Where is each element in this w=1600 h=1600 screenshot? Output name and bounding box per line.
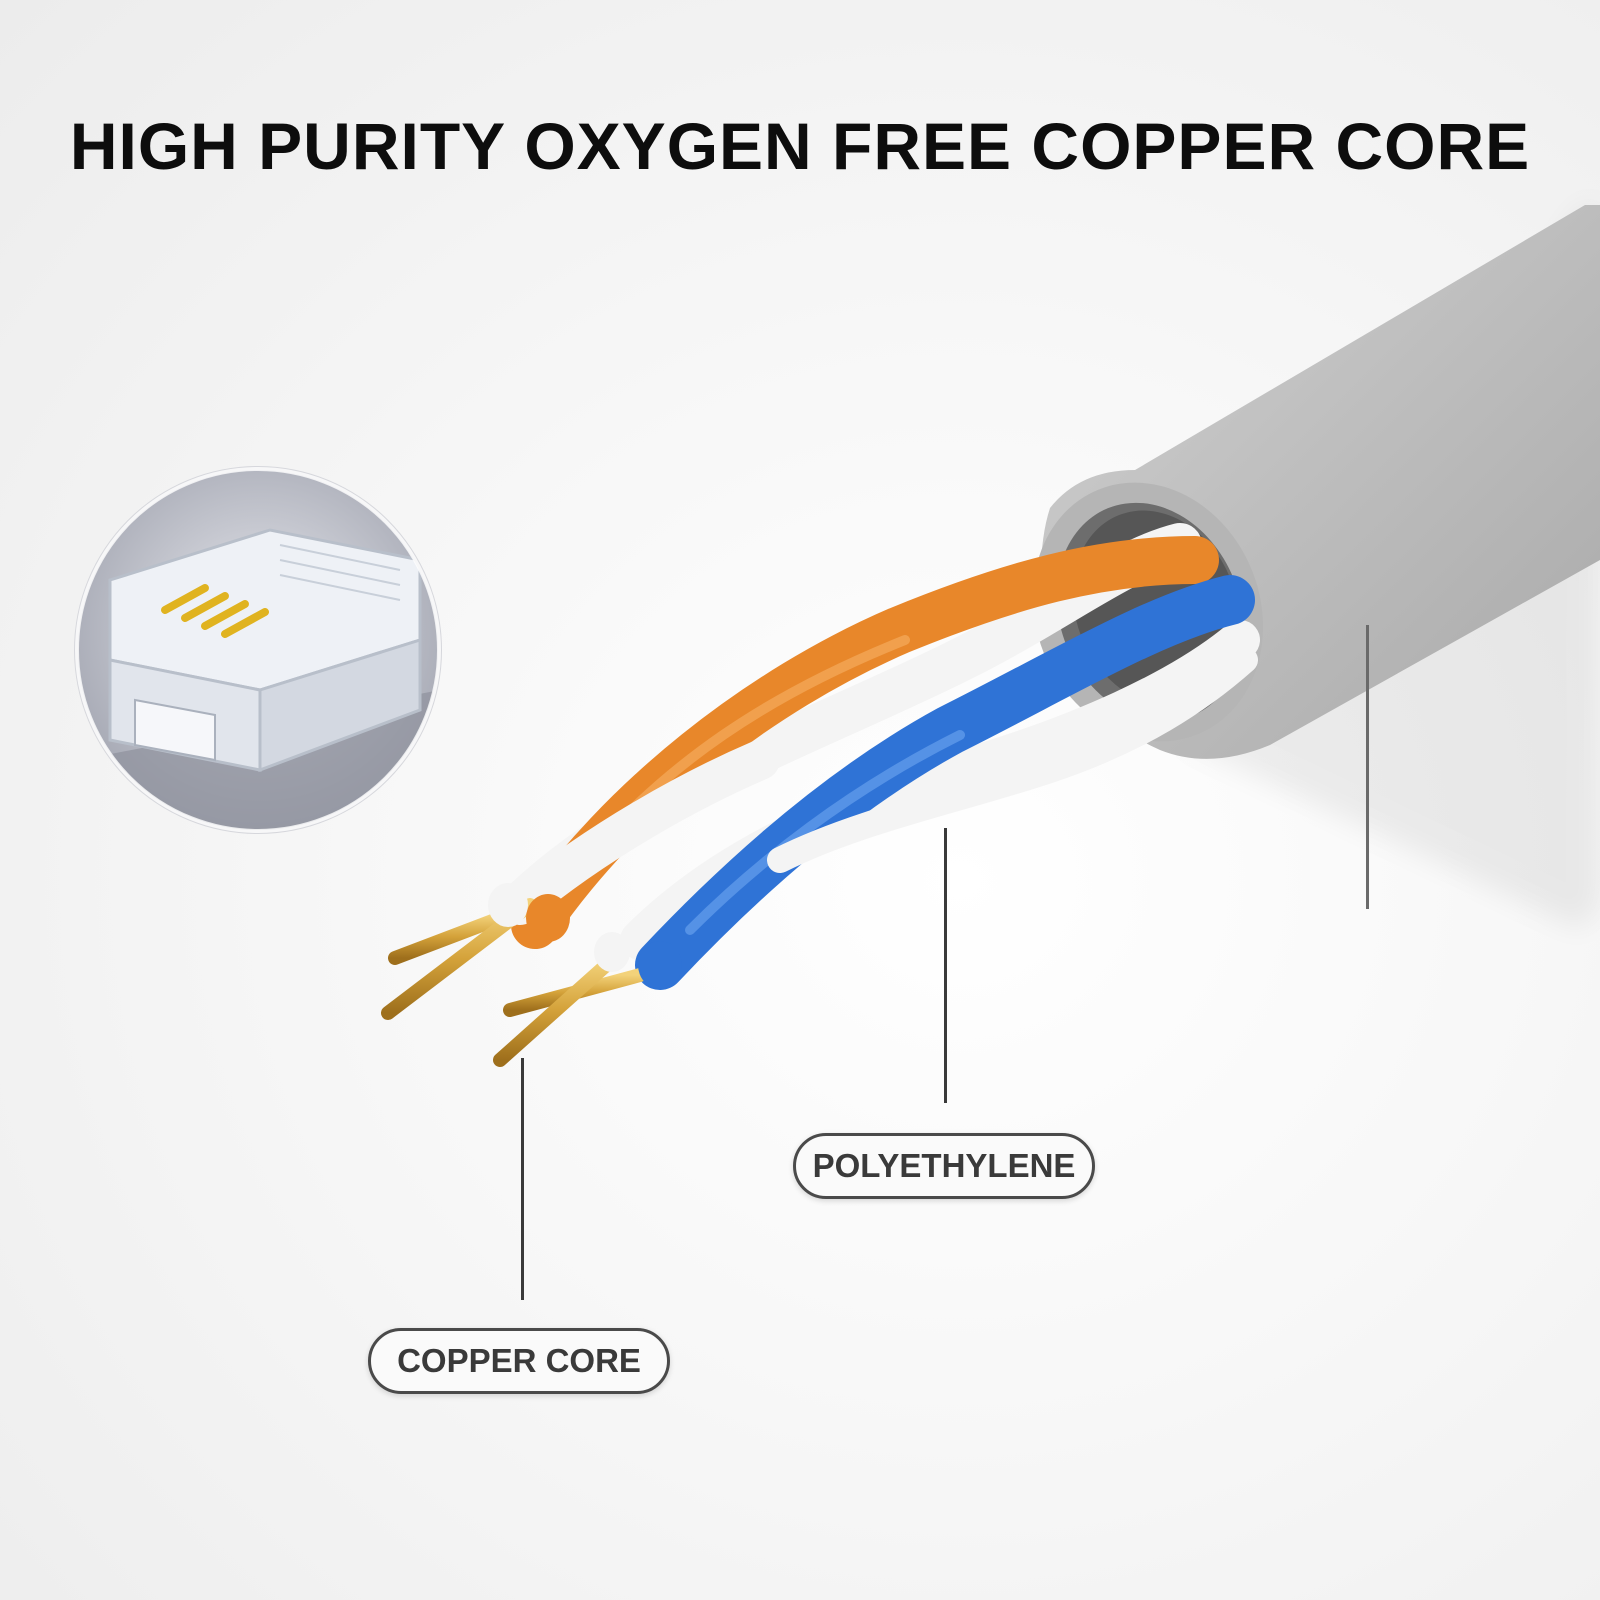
blue-pair [620,575,1260,990]
copper-conductors [381,883,682,1067]
polyethylene-leader-line [944,828,947,1103]
rj11-connector-icon [108,528,422,773]
copper-core-label: COPPER CORE [368,1328,670,1394]
orange-pair [498,523,1219,949]
connector-inset [74,466,442,834]
jacket-leader-line [1366,625,1369,909]
page-title: HIGH PURITY OXYGEN FREE COPPER CORE [69,109,1531,183]
polyethylene-label: POLYETHYLENE [793,1133,1095,1199]
copper-core-leader-line [521,1058,524,1300]
